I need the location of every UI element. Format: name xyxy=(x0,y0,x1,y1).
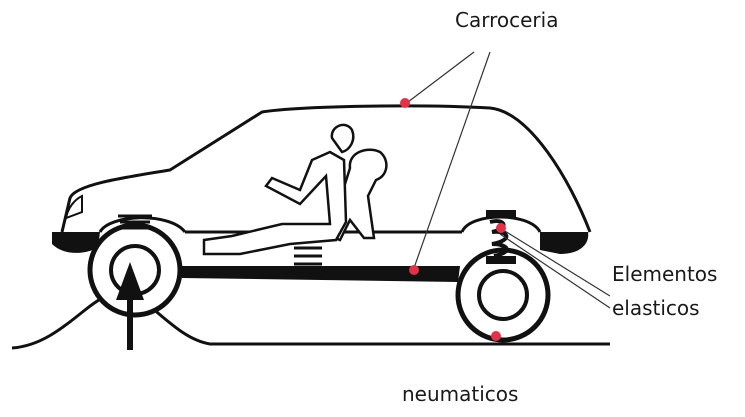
marker-carroceria-top xyxy=(400,98,410,108)
label-neumaticos: neumaticos xyxy=(402,382,518,406)
driver-figure xyxy=(204,125,353,254)
label-carroceria: Carroceria xyxy=(455,8,558,32)
label-elementos: Elementos xyxy=(612,262,717,286)
marker-elastic xyxy=(496,223,506,233)
marker-carroceria-floor xyxy=(409,265,419,275)
front-wheel xyxy=(90,225,180,315)
rear-bumper xyxy=(540,232,588,254)
marker-tire xyxy=(491,331,501,341)
label-elasticos: elasticos xyxy=(612,296,700,320)
